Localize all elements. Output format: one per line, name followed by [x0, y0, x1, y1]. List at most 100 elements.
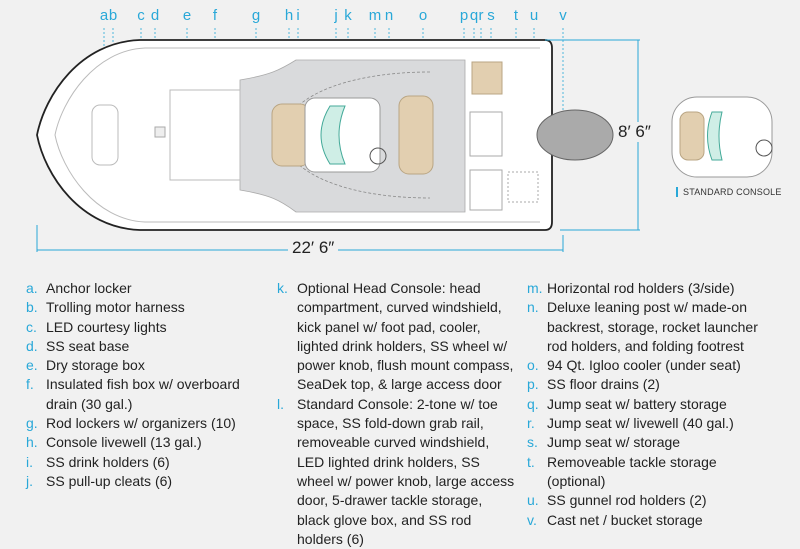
- legend-item: b. Trolling motor harness: [26, 298, 266, 317]
- legend-item-text: SS drink holders (6): [46, 453, 170, 470]
- callout-letter-u: u: [529, 7, 539, 24]
- legend-item-letter: u.: [527, 492, 539, 509]
- legend-item-letter: t.: [527, 453, 535, 470]
- legend-item: c. LED courtesy lights: [26, 318, 266, 337]
- callout-letter-o: o: [418, 7, 428, 24]
- legend-item-letter: c.: [26, 318, 37, 335]
- standard-console-label: STANDARD CONSOLE: [676, 187, 782, 197]
- legend-item: p. SS floor drains (2): [527, 375, 777, 394]
- length-dimension: 22′ 6″: [288, 238, 339, 258]
- legend-item-text: Standard Console: 2-tone w/ toe space, S…: [297, 395, 515, 547]
- legend-item-text: Jump seat w/ battery storage: [547, 395, 727, 412]
- legend-item-text: Jump seat w/ storage: [547, 434, 681, 451]
- legend-item-text: Console livewell (13 gal.): [46, 434, 202, 451]
- legend-item-text: Insulated fish box w/ overboard drain (3…: [46, 376, 240, 412]
- callout-letter-h: h: [284, 7, 294, 24]
- legend-item-text: SS floor drains (2): [547, 376, 660, 393]
- console: [304, 97, 381, 173]
- legend-item-letter: a.: [26, 280, 38, 296]
- legend-column-2: k. Optional Head Console: head compartmen…: [277, 279, 517, 549]
- legend-item: f. Insulated fish box w/ overboard drain …: [26, 375, 266, 414]
- legend-item: n. Deluxe leaning post w/ made-on backres…: [527, 298, 777, 356]
- legend-item-letter: b.: [26, 299, 38, 316]
- legend-item-letter: n.: [527, 299, 539, 316]
- legend-item-text: Cast net / bucket storage: [547, 511, 703, 528]
- legend-item-text: Optional Head Console: head compartment,…: [297, 280, 514, 393]
- legend-item-text: Jump seat w/ livewell (40 gal.): [547, 415, 734, 432]
- callout-letter-k: k: [344, 7, 352, 24]
- anchor-locker: [91, 104, 119, 166]
- steering-wheel: [369, 147, 387, 165]
- callout-letter-p: p: [459, 7, 469, 24]
- callout-letter-m: m: [368, 7, 382, 24]
- legend-item: m.Horizontal rod holders (3/side): [527, 279, 777, 298]
- legend-item-letter: e.: [26, 357, 38, 374]
- callout-letter-q: q: [469, 7, 479, 24]
- callout-letter-v: v: [559, 7, 567, 24]
- legend-item: q. Jump seat w/ battery storage: [527, 395, 777, 414]
- callout-letter-j: j: [334, 7, 338, 24]
- seat-base: [154, 126, 166, 138]
- legend-item-letter: f.: [26, 376, 34, 393]
- legend-item: u. SS gunnel rod holders (2): [527, 491, 777, 510]
- livewell: [469, 111, 503, 157]
- callout-letter-r: r: [478, 7, 484, 24]
- outboard-motor: [536, 109, 614, 161]
- legend-item-text: Removeable tackle storage (optional): [547, 453, 717, 489]
- callout-letter-n: n: [384, 7, 394, 24]
- legend-item-text: Anchor locker: [46, 280, 132, 296]
- legend-item: k. Optional Head Console: head compartmen…: [277, 279, 517, 395]
- legend-item: l. Standard Console: 2-tone w/ toe space,…: [277, 395, 517, 549]
- leaning-post-seat: [398, 95, 434, 175]
- legend-item: v.Cast net / bucket storage: [527, 511, 777, 530]
- fish-box: [169, 89, 241, 181]
- legend-item-letter: l.: [277, 395, 284, 412]
- callout-letter-b: b: [108, 7, 118, 24]
- console-seat: [271, 103, 311, 167]
- gunwale-inner: [54, 47, 540, 223]
- legend-item: j. SS pull-up cleats (6): [26, 472, 266, 491]
- callout-letter-f: f: [212, 7, 218, 24]
- legend-item-letter: m.: [527, 280, 543, 296]
- legend-item-text: LED courtesy lights: [46, 318, 167, 335]
- legend-item: o. 94 Qt. Igloo cooler (under seat): [527, 356, 777, 375]
- legend-item-letter: d.: [26, 337, 38, 354]
- legend-item-letter: j.: [26, 472, 33, 489]
- callout-letter-i: i: [296, 7, 300, 24]
- legend-item-text: 94 Qt. Igloo cooler (under seat): [547, 357, 741, 374]
- legend-item-letter: p.: [527, 376, 539, 393]
- legend-item-letter: r.: [527, 415, 535, 432]
- legend-item: r. Jump seat w/ livewell (40 gal.): [527, 414, 777, 433]
- legend-item-text: Horizontal rod holders (3/side): [547, 280, 735, 296]
- callout-letter-e: e: [182, 7, 192, 24]
- legend-item-text: Deluxe leaning post w/ made-on backrest,…: [547, 299, 758, 354]
- legend-item: e. Dry storage box: [26, 356, 266, 375]
- legend-item: h.Console livewell (13 gal.): [26, 433, 266, 452]
- legend-item-text: Trolling motor harness: [46, 299, 185, 316]
- legend-item-text: SS pull-up cleats (6): [46, 472, 173, 489]
- legend-item-letter: s.: [527, 434, 538, 451]
- standard-console-inset: [671, 96, 773, 178]
- jump-seat: [471, 61, 503, 95]
- legend-item-text: SS gunnel rod holders (2): [547, 492, 707, 509]
- legend-item-text: SS seat base: [46, 337, 130, 354]
- legend-item: a. Anchor locker: [26, 279, 266, 298]
- legend-item-text: Rod lockers w/ organizers (10): [46, 415, 236, 432]
- windshield: [320, 105, 346, 165]
- legend-item: g. Rod lockers w/ organizers (10): [26, 414, 266, 433]
- legend-item: s. Jump seat w/ storage: [527, 433, 777, 452]
- legend-item-text: Dry storage box: [46, 357, 145, 374]
- legend-column-1: a. Anchor locker b. Trolling motor harness c…: [26, 279, 266, 491]
- legend-item-letter: q.: [527, 395, 539, 412]
- bucket-storage: [507, 171, 539, 203]
- legend-item: d. SS seat base: [26, 337, 266, 356]
- callout-letter-s: s: [487, 7, 495, 24]
- callout-letter-t: t: [513, 7, 519, 24]
- callout-letter-a: a: [99, 7, 109, 24]
- legend-item-letter: g.: [26, 415, 38, 432]
- legend-item-letter: k.: [277, 280, 288, 296]
- legend-column-3: m.Horizontal rod holders (3/side)n.Delux…: [527, 279, 777, 530]
- callout-letter-c: c: [137, 7, 145, 24]
- legend-item: t. Removeable tackle storage (optional): [527, 453, 777, 492]
- legend-item-letter: o.: [527, 357, 539, 374]
